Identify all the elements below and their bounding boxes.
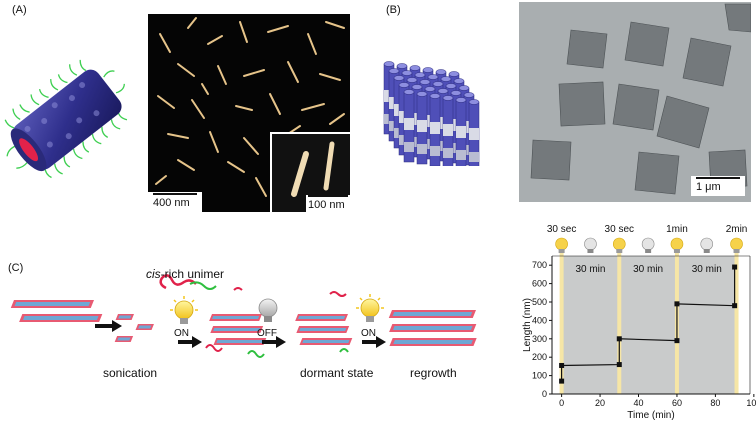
- x-tick-label: 80: [710, 398, 720, 408]
- x-tick-label: 60: [672, 398, 682, 408]
- nanorods-image: [155, 17, 345, 197]
- square-platelets-image: [530, 3, 751, 195]
- unimer-label-cis: cis: [146, 267, 161, 281]
- top-label: 30 sec: [547, 224, 576, 235]
- data-point: [674, 338, 680, 344]
- arrow-1: [95, 320, 122, 332]
- y-tick-label: 700: [532, 260, 547, 270]
- data-point: [732, 303, 738, 309]
- x-axis-label: Time (min): [627, 410, 674, 421]
- bulb-off-icon: [258, 298, 278, 322]
- y-tick-label: 100: [532, 371, 547, 381]
- y-tick-label: 200: [532, 352, 547, 362]
- cylinder: [403, 89, 415, 163]
- dark-period-label: 30 min: [633, 264, 663, 275]
- chart-bulb-on-icon: [670, 237, 684, 253]
- cylinder: [455, 97, 467, 166]
- afm-micrograph: 100 nm 400 nm: [148, 14, 350, 212]
- y-tick-label: 0: [542, 389, 547, 399]
- on-label-1: ON: [174, 328, 189, 339]
- length-vs-time-chart: 30 sec 30 sec 1min 2min 30 min 30 min 30 min 0 2…: [522, 224, 756, 421]
- cylinder: [442, 95, 454, 166]
- inset-rods: [291, 141, 335, 197]
- cylinder: [429, 93, 441, 166]
- x-tick-label: 0: [559, 398, 564, 408]
- data-point: [559, 362, 565, 368]
- regrowth-label: regrowth: [410, 366, 457, 380]
- x-tick-label: 100: [746, 398, 756, 408]
- chart-bulb-off-icon: [700, 237, 714, 253]
- data-point: [674, 301, 680, 307]
- tem-scale-label: 1 μm: [696, 181, 721, 193]
- data-point: [616, 336, 622, 342]
- x-tick-label: 40: [633, 398, 643, 408]
- x-tick-label: 20: [595, 398, 605, 408]
- bulb-on-icon: [170, 296, 198, 324]
- data-point: [616, 362, 622, 368]
- chart-bulb-off-icon: [641, 237, 655, 253]
- top-label: 30 sec: [605, 224, 634, 235]
- main-scale-bar: 400 nm: [148, 192, 202, 212]
- inset-scale-label: 100 nm: [308, 199, 345, 211]
- y-tick-label: 400: [532, 315, 547, 325]
- panel-b-label: (B): [386, 4, 401, 16]
- micelle-cylinder-illustration: [4, 59, 128, 179]
- arrow-2: [178, 336, 202, 348]
- data-point: [559, 378, 565, 384]
- sonication-label: sonication: [103, 366, 158, 380]
- y-tick-label: 600: [532, 279, 547, 289]
- tem-micrograph: 1 μm: [519, 2, 751, 202]
- inset-scale-bar: 100 nm: [306, 195, 350, 212]
- arrow-3: [262, 336, 286, 348]
- light-pulse-bar: [617, 248, 622, 394]
- stacked-cylinders-illustration: [383, 61, 480, 166]
- light-pulse-bar: [559, 248, 564, 394]
- tem-scale-bar: 1 μm: [691, 176, 745, 196]
- panel-c-label: (C): [8, 262, 24, 274]
- dark-period-area: [561, 256, 737, 394]
- arrow-4: [362, 336, 386, 348]
- bulb-on-icon-2: [356, 294, 384, 322]
- data-point: [732, 264, 738, 270]
- cylinder: [416, 91, 428, 165]
- chart-bulb-on-icon: [555, 237, 568, 253]
- panel-a-label: (A): [12, 4, 27, 16]
- top-label: 1min: [666, 224, 688, 235]
- unimer-label: cis-rich unimer: [146, 267, 224, 281]
- length-series-line: [561, 267, 736, 382]
- chart-bulb-on-icon: [730, 237, 743, 253]
- light-pulse-bar: [734, 248, 739, 394]
- y-axis-label: Length (nm): [522, 298, 533, 352]
- y-tick-label: 500: [532, 297, 547, 307]
- cylinder: [468, 99, 480, 166]
- on-label-2: ON: [361, 328, 376, 339]
- dark-period-label: 30 min: [575, 264, 605, 275]
- unimer-label-rest: -rich unimer: [160, 267, 225, 281]
- top-label: 2min: [726, 224, 748, 235]
- main-scale-label: 400 nm: [153, 197, 190, 209]
- y-tick-label: 300: [532, 334, 547, 344]
- chart-bulb-off-icon: [584, 237, 597, 253]
- dormant-label: dormant state: [300, 366, 374, 380]
- chart-bulb-on-icon: [612, 237, 626, 253]
- afm-inset: 100 nm: [270, 132, 350, 212]
- off-label: OFF: [257, 328, 277, 339]
- regrowth-scheme: [10, 274, 477, 358]
- dark-period-label: 30 min: [692, 264, 722, 275]
